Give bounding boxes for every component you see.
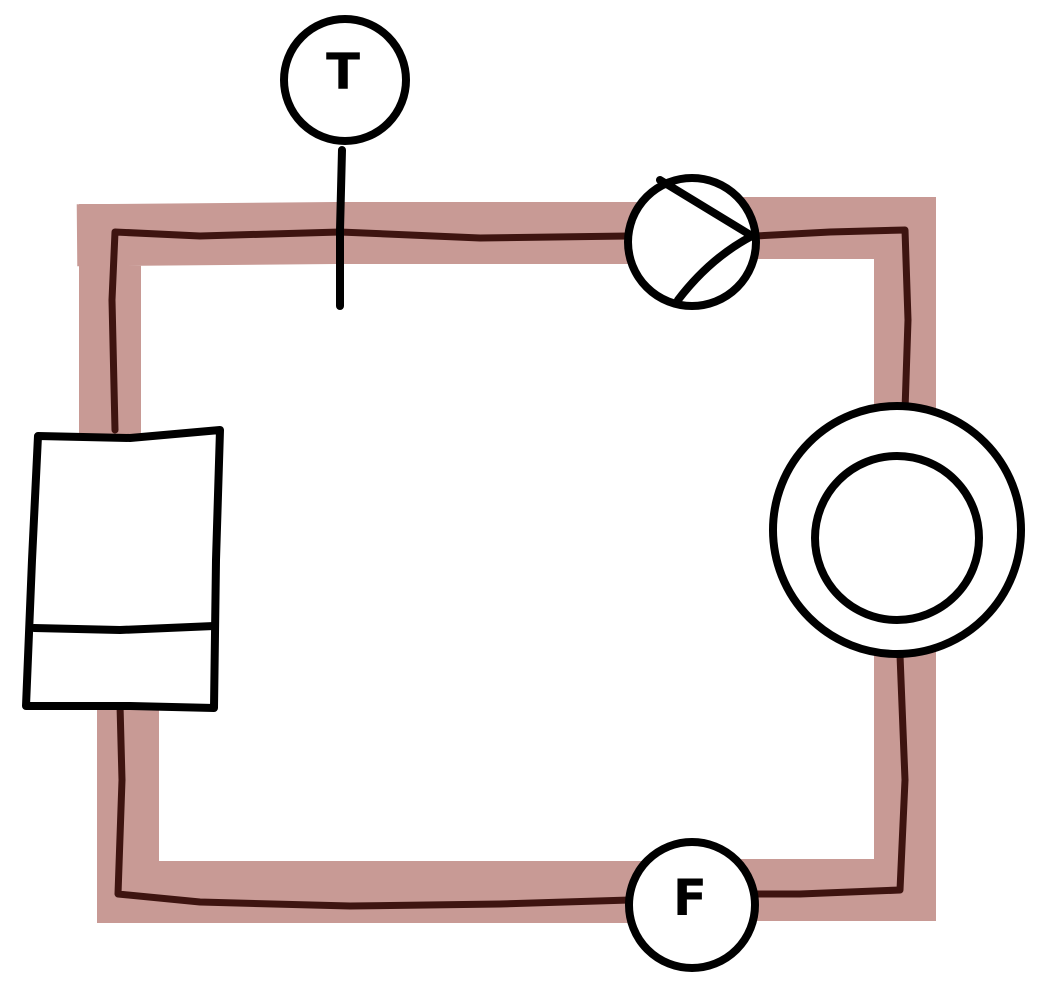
temperature-sensor: T <box>280 15 410 145</box>
circulation-pump <box>624 174 760 310</box>
boiler-divider <box>30 622 218 634</box>
circulation-pump-icon <box>624 174 760 310</box>
temperature-sensor-stem <box>336 146 346 310</box>
flow-sensor-label: F <box>673 869 707 927</box>
pipe-loop <box>108 226 912 910</box>
heat-source <box>22 426 224 712</box>
temperature-sensor-label: T <box>326 43 360 101</box>
flow-meter-icon <box>625 838 759 972</box>
boiler-box-icon <box>22 426 224 712</box>
pump-triangle <box>656 176 756 304</box>
heat-consumer <box>769 402 1025 658</box>
consumer-inner-circle <box>811 452 983 624</box>
temperature-sensor-icon <box>280 15 410 145</box>
flow-sensor: F <box>625 838 759 972</box>
